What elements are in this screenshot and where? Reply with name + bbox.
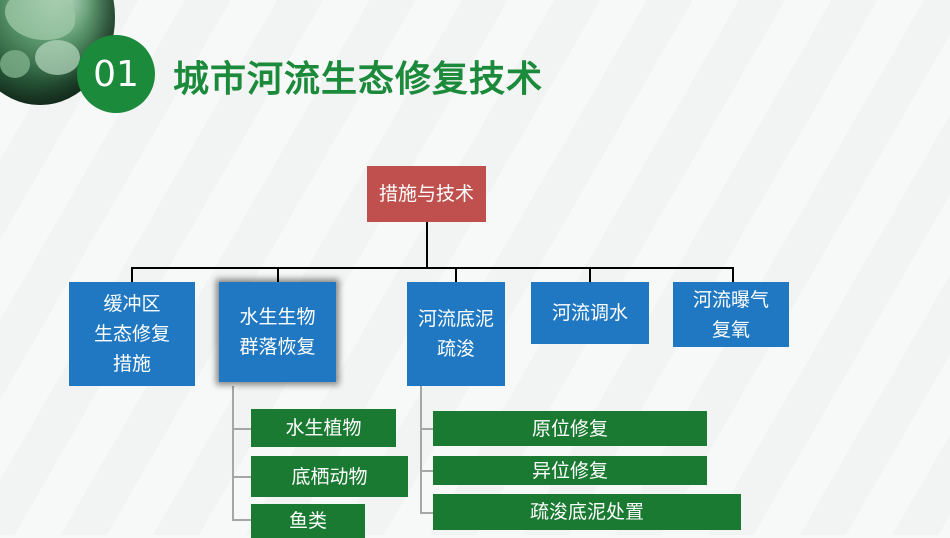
category-aquatic-community: 水生生物 群落恢复 [219,282,336,382]
connector-root-down [426,222,428,268]
root-node: 措施与技术 [367,166,486,222]
leaf-ex-situ-remediation: 异位修复 [433,456,707,485]
bracket-bio-3 [232,519,251,521]
section-number-badge: 01 [77,35,155,113]
connector-horizontal [131,267,734,269]
bracket-sediment-3 [420,512,433,514]
category-aeration: 河流曝气 复氧 [673,282,789,347]
bracket-sediment-2 [420,470,433,472]
connector-cat4 [589,267,591,282]
leaf-benthic-animals: 底栖动物 [251,456,408,497]
leaf-in-situ-remediation: 原位修复 [433,411,707,446]
connector-cat1 [131,267,133,282]
bracket-bio-2 [232,476,251,478]
leaf-aquatic-plants: 水生植物 [251,409,396,447]
leaf-dredged-sediment-disposal: 疏浚底泥处置 [433,494,741,530]
leaf-fish: 鱼类 [251,504,365,538]
category-label: 河流曝气 复氧 [692,288,769,341]
category-sediment-dredging: 河流底泥 疏浚 [407,282,505,386]
category-label: 河流底泥 疏浚 [417,308,494,360]
connector-cat3 [455,267,457,282]
category-buffer-zone: 缓冲区 生态修复 措施 [69,282,195,386]
connector-cat2 [277,267,279,282]
bracket-sediment-1 [420,428,433,430]
category-label: 缓冲区 生态修复 措施 [93,293,170,375]
bracket-bio-vertical [232,386,234,520]
connector-cat5 [732,267,734,282]
bracket-sediment-vertical [420,386,422,513]
category-label: 河流调水 [551,302,628,324]
bracket-bio-1 [232,428,251,430]
category-water-transfer: 河流调水 [531,282,649,344]
category-label: 水生生物 群落恢复 [239,306,316,358]
page-title: 城市河流生态修复技术 [173,59,544,100]
